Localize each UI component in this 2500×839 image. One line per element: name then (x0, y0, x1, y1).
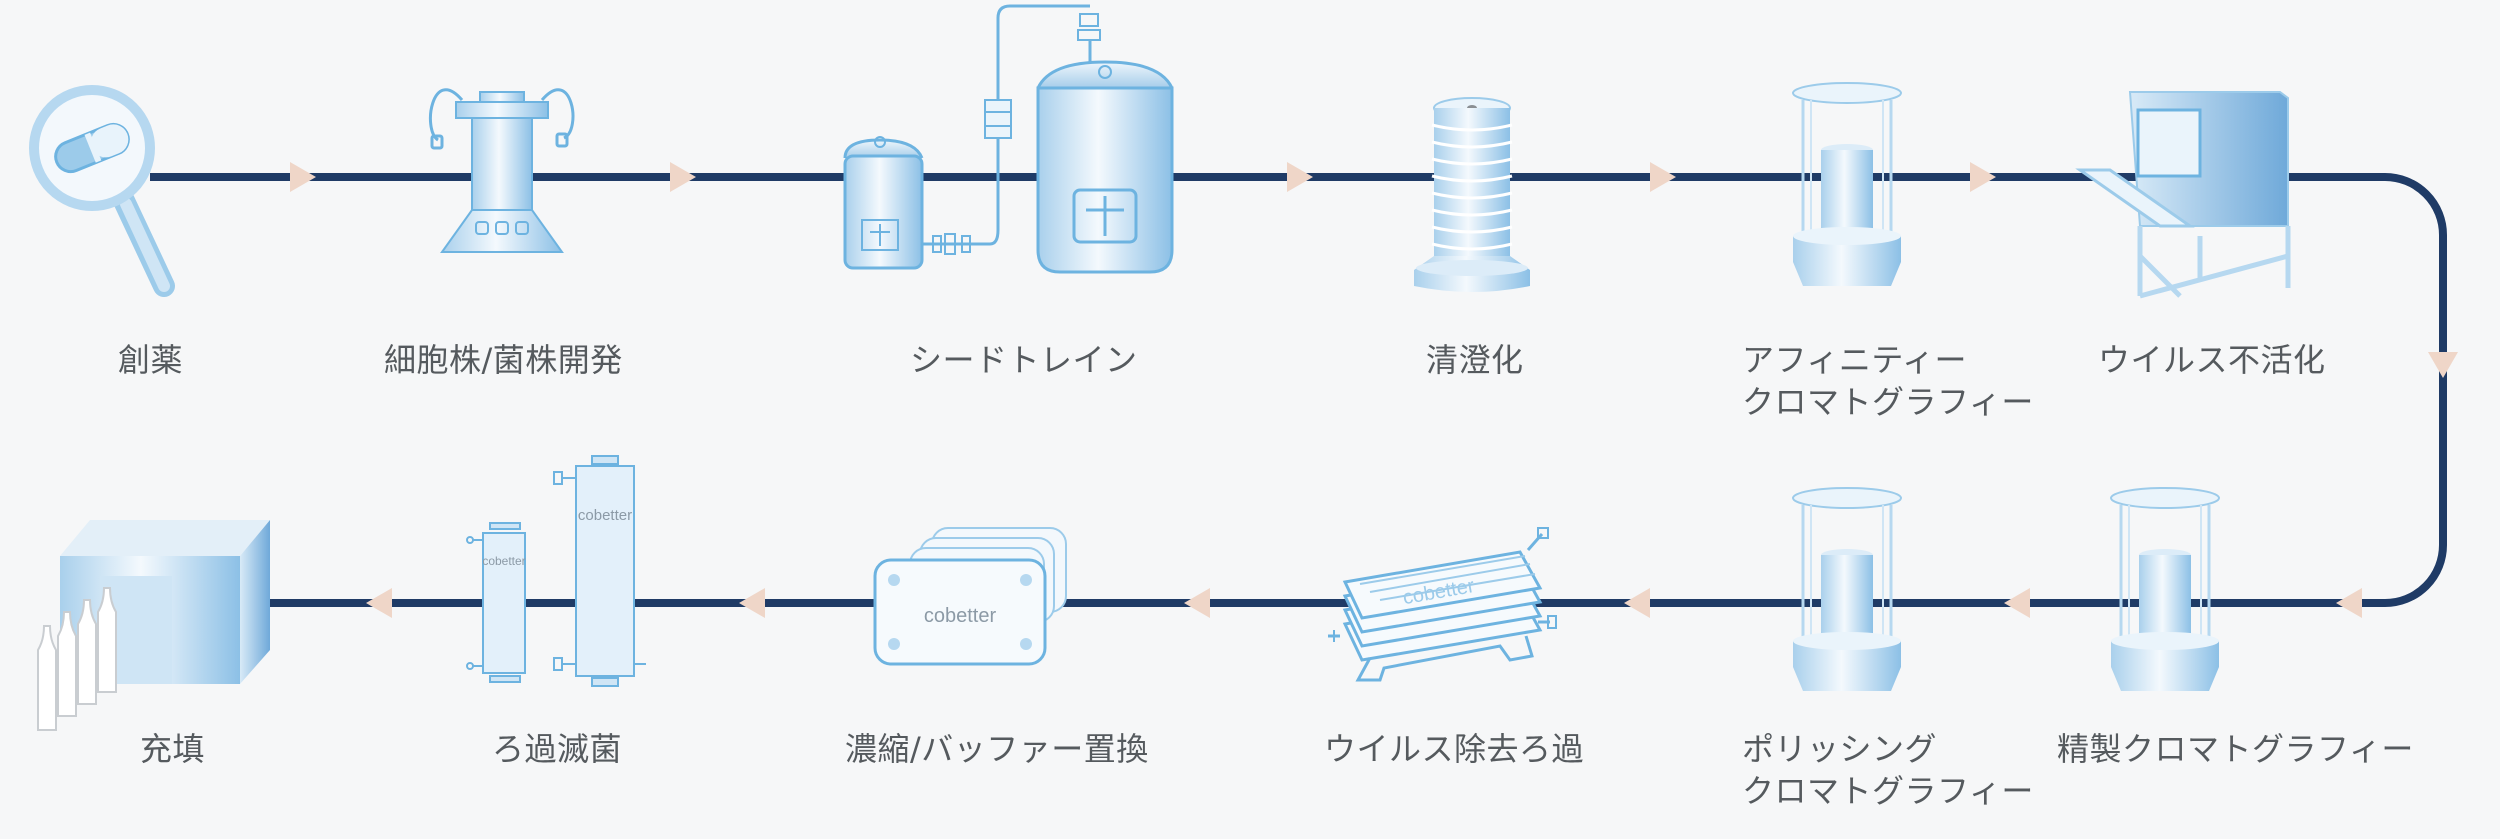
step-label-sterile-filtration: ろ過滅菌 (492, 730, 623, 768)
arrow-left (1184, 588, 1210, 618)
magnifier-capsule-icon (29, 85, 175, 297)
arrow-right (1287, 162, 1313, 192)
step-label-purification-chromatography: 精製クロマトグラフィー (2057, 730, 2414, 768)
step-label-cell-line-development: 細胞株/菌株開発 (384, 341, 623, 379)
bioreactor-icon (843, 4, 1174, 274)
step-label-virus-inactivation: ウイルス不活化 (2098, 341, 2326, 379)
arrow-left (366, 588, 392, 618)
capsule-filter-icon: cobetter cobetter (466, 455, 646, 687)
virus-filter-icon: cobetter (1328, 527, 1557, 682)
step-label-virus-filtration: ウイルス除去ろ過 (1324, 730, 1585, 768)
arrow-right (290, 162, 316, 192)
flow-line (150, 173, 2447, 607)
arrow-left (2336, 588, 2362, 618)
arrow-down (2428, 352, 2458, 378)
brand-logo-text: cobetter (924, 605, 997, 627)
tff-cassette-icon: cobetter (873, 527, 1067, 666)
arrow-left (739, 588, 765, 618)
cell-culture-device-icon (428, 88, 575, 253)
chromatography-column-icon (2110, 487, 2220, 691)
chromatography-column-icon (1792, 82, 1902, 286)
flow-arrows (290, 162, 2458, 618)
chromatography-column-icon (1792, 487, 1902, 691)
step-label-drug-discovery: 創薬 (118, 341, 184, 379)
step-label-fill-finish: 充填 (140, 730, 206, 768)
arrow-left (1624, 588, 1650, 618)
step-label-seed-train: シードトレイン (910, 341, 1138, 379)
arrow-right (670, 162, 696, 192)
depth-filter-stack-icon (1414, 97, 1530, 292)
brand-logo-text: cobetter (482, 554, 525, 568)
step-label-clarification: 清澄化 (1426, 341, 1524, 379)
filling-isolator-icon (37, 520, 270, 731)
brand-logo-text: cobetter (578, 507, 632, 524)
arrow-right (1650, 162, 1676, 192)
inactivation-tank-icon (2075, 91, 2291, 299)
arrow-right (1970, 162, 1996, 192)
step-label-polishing-chromatography: ポリッシングクロマトグラフィー (1742, 730, 2034, 810)
step-label-ufdf: 濃縮/バッファー置換 (845, 730, 1149, 768)
arrow-left (2004, 588, 2030, 618)
step-label-affinity-chromatography: アフィニティークロマトグラフィー (1742, 341, 2034, 421)
